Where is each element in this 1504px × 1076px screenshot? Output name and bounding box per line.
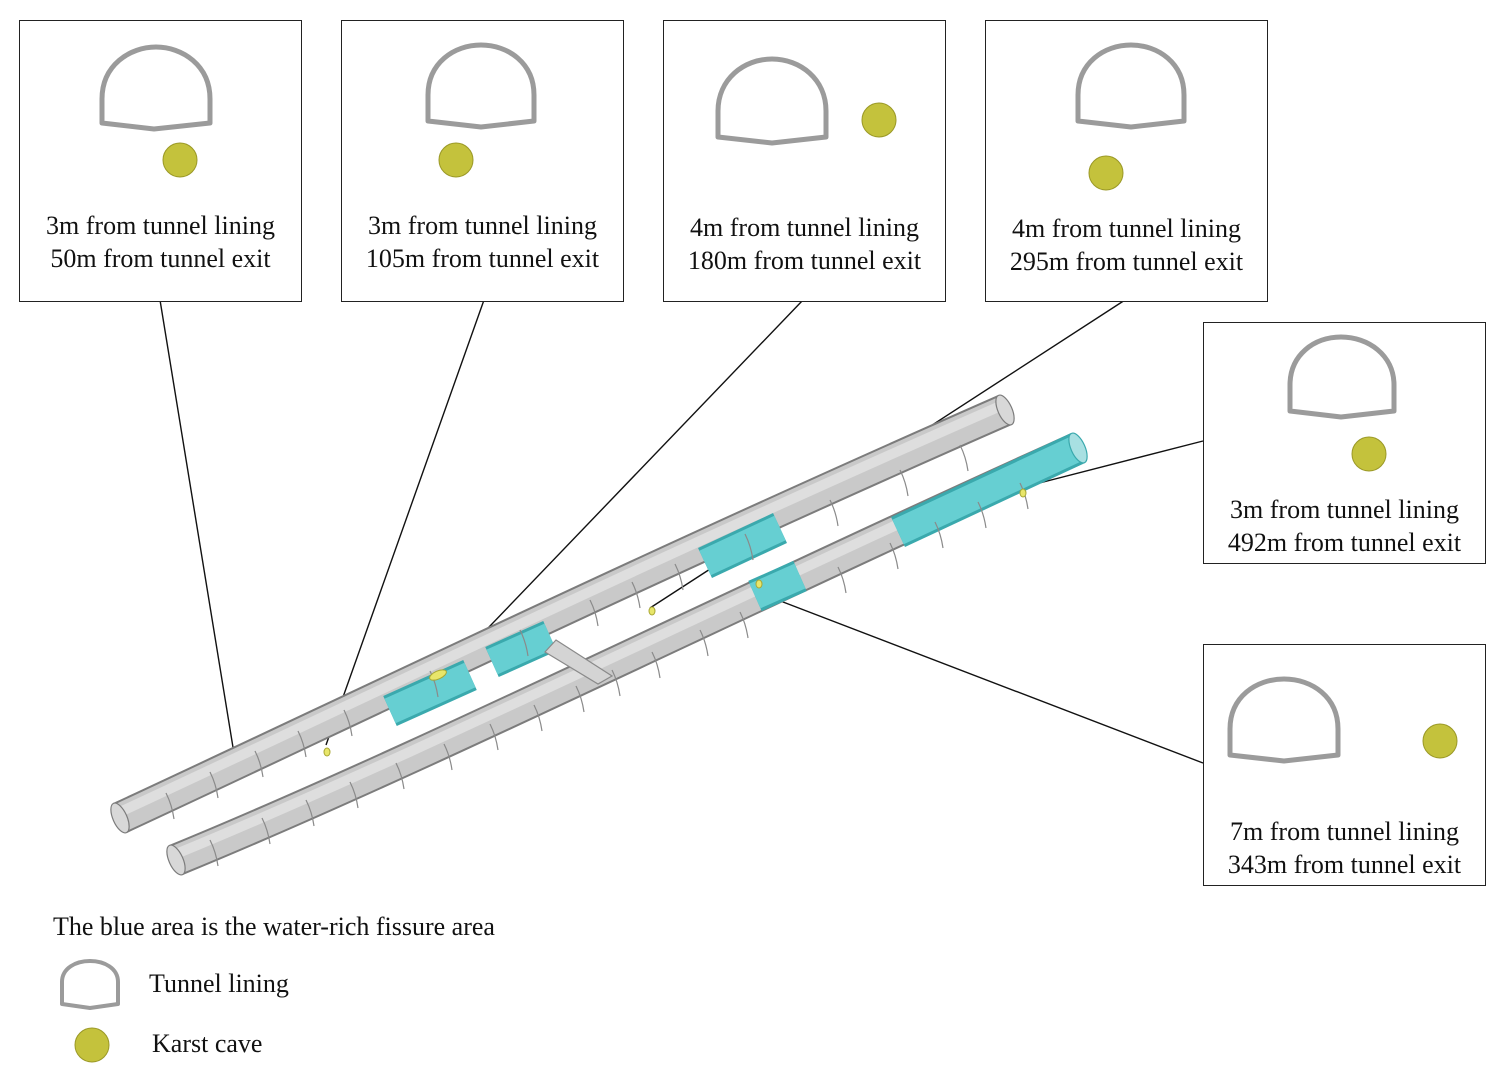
tunnel-lining-icon [425, 42, 537, 130]
karst-cave-icon [162, 142, 198, 178]
model-cave-4 [755, 579, 763, 589]
callout-4-distance-lining: 4m from tunnel lining [1012, 214, 1241, 243]
model-cave-3 [648, 606, 656, 616]
legend-cave-label: Karst cave [152, 1029, 263, 1058]
callout-3-distance-lining: 4m from tunnel lining [690, 213, 919, 242]
tunnel-lining-icon [99, 44, 213, 132]
karst-cave-icon [861, 102, 897, 138]
model-cave-1 [429, 669, 447, 681]
callout-4-distance-exit: 295m from tunnel exit [1009, 247, 1244, 276]
callout-2-caption: 3m from tunnel lining 105m from tunnel e… [342, 209, 623, 275]
tunnel-lining-icon [1227, 676, 1341, 764]
leader-line-2 [325, 299, 485, 746]
legend-cave-icon [74, 1027, 110, 1063]
callout-3-caption: 4m from tunnel lining 180m from tunnel e… [664, 211, 945, 277]
callout-3-distance-exit: 180m from tunnel exit [687, 246, 922, 275]
legend-lining-label: Tunnel lining [149, 969, 289, 998]
tunnel-right [166, 432, 1088, 876]
model-cave-2 [323, 747, 331, 757]
callout-5-distance-exit: 492m from tunnel exit [1227, 528, 1462, 557]
callout-box-1: 3m from tunnel lining 50m from tunnel ex… [19, 20, 302, 302]
legend-lining-icon [60, 959, 120, 1010]
callout-box-4: 4m from tunnel lining 295m from tunnel e… [985, 20, 1268, 302]
tunnel-lining-icon [1287, 334, 1397, 420]
callout-box-2: 3m from tunnel lining 105m from tunnel e… [341, 20, 624, 302]
model-karst-caves [323, 488, 1027, 757]
tunnel-lining-icon [715, 56, 829, 146]
callout-box-5: 3m from tunnel lining 492m from tunnel e… [1203, 322, 1486, 564]
water-rich-note: The blue area is the water-rich fissure … [53, 912, 495, 941]
karst-cave-icon [1422, 723, 1458, 759]
callout-4-caption: 4m from tunnel lining 295m from tunnel e… [986, 212, 1267, 278]
karst-cave-icon [438, 142, 474, 178]
callout-2-distance-lining: 3m from tunnel lining [368, 211, 597, 240]
leader-line-6 [769, 596, 1204, 764]
leader-line-1 [159, 299, 239, 779]
callout-2-distance-exit: 105m from tunnel exit [365, 244, 600, 273]
callout-1-distance-exit: 50m from tunnel exit [50, 244, 271, 273]
callout-6-distance-lining: 7m from tunnel lining [1230, 817, 1459, 846]
callout-1-caption: 3m from tunnel lining 50m from tunnel ex… [20, 209, 301, 275]
callout-6-caption: 7m from tunnel lining 343m from tunnel e… [1204, 815, 1485, 881]
callout-6-distance-exit: 343m from tunnel exit [1227, 850, 1462, 879]
callout-5-caption: 3m from tunnel lining 492m from tunnel e… [1204, 493, 1485, 559]
tunnel-lining-icon [1075, 42, 1187, 130]
callout-box-3: 4m from tunnel lining 180m from tunnel e… [663, 20, 946, 302]
karst-cave-icon [1088, 155, 1124, 191]
leader-line-3 [441, 299, 804, 677]
callout-box-6: 7m from tunnel lining 343m from tunnel e… [1203, 644, 1486, 886]
karst-cave-icon [1351, 436, 1387, 472]
cross-passage [544, 639, 614, 685]
callout-1-distance-lining: 3m from tunnel lining [46, 211, 275, 240]
leader-line-5 [1019, 440, 1204, 489]
callout-5-distance-lining: 3m from tunnel lining [1230, 495, 1459, 524]
model-cave-5 [1019, 488, 1027, 498]
tunnel-left [110, 394, 1015, 834]
